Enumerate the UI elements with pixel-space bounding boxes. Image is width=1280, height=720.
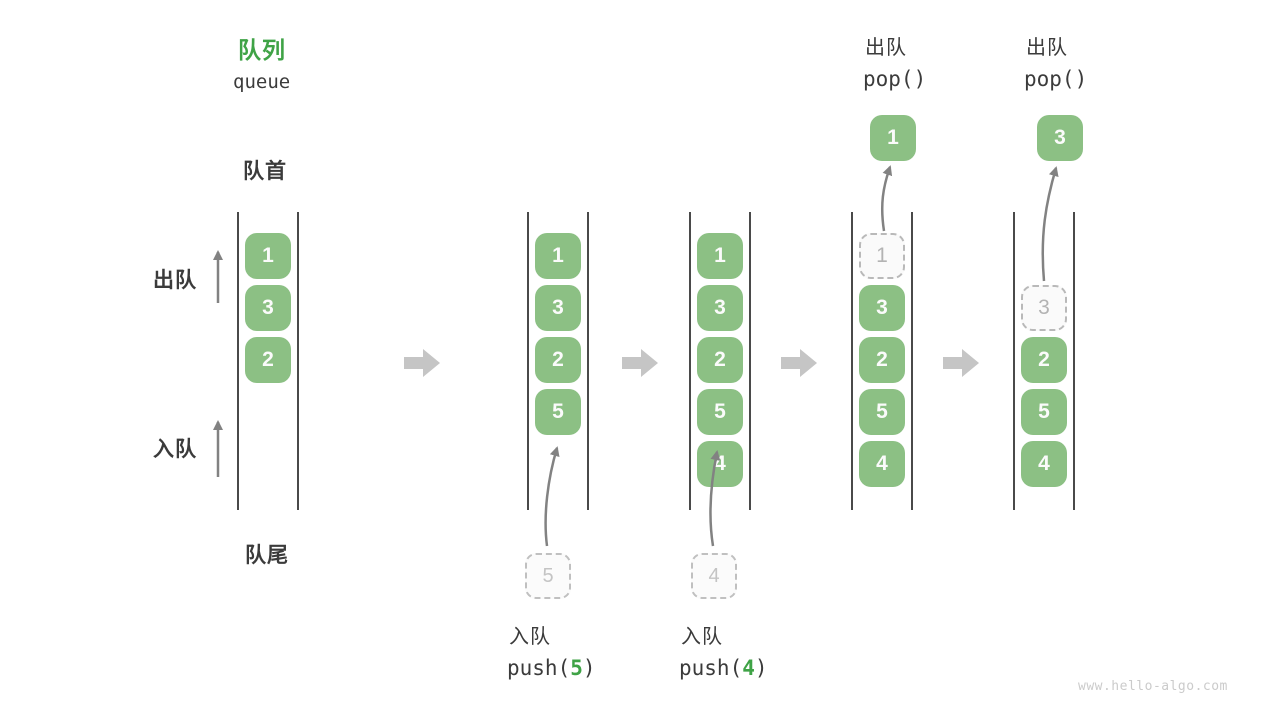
queue-element: 3 (697, 285, 743, 331)
queue-element: 1 (697, 233, 743, 279)
queue-element: 4 (859, 441, 905, 487)
removed-element-ghost: 3 (1021, 285, 1067, 331)
queue-element: 1 (535, 233, 581, 279)
queue-element: 2 (245, 337, 291, 383)
op-label-dequeue-1: 出队 (865, 37, 907, 59)
label-queue-rear: 队尾 (245, 544, 289, 567)
op-code-push4: push(4) (679, 656, 768, 680)
incoming-element-box: 4 (691, 553, 737, 599)
op-code-pop3: pop() (1024, 67, 1088, 91)
queue-element: 3 (245, 285, 291, 331)
diagram-title-zh: 队列 (238, 37, 286, 63)
op-code-fn: push( (679, 656, 743, 680)
queue-element: 3 (535, 285, 581, 331)
op-code-close: ) (754, 656, 768, 680)
op-label-dequeue-3: 出队 (1026, 37, 1068, 59)
step-transition-arrow-icon (622, 349, 658, 377)
queue-element: 2 (1021, 337, 1067, 383)
label-queue-front: 队首 (243, 160, 287, 183)
queue-column-pop3: 3 2 5 4 (1013, 212, 1075, 510)
incoming-element-box: 5 (525, 553, 571, 599)
step-transition-arrow-icon (943, 349, 979, 377)
op-label-enqueue-5: 入队 (509, 626, 551, 648)
queue-column-push5: 1 3 2 5 (527, 212, 589, 510)
op-code-pop1: pop() (863, 67, 927, 91)
op-code-push5: push(5) (507, 656, 596, 680)
queue-element: 5 (859, 389, 905, 435)
queue-element: 4 (697, 441, 743, 487)
queue-column-pop1: 1 3 2 5 4 (851, 212, 913, 510)
op-code-arg: 5 (570, 656, 583, 680)
popped-element-box: 3 (1037, 115, 1083, 161)
removed-element-ghost: 1 (859, 233, 905, 279)
queue-element: 4 (1021, 441, 1067, 487)
queue-column-initial: 1 3 2 (237, 212, 299, 510)
op-label-enqueue-4: 入队 (681, 626, 723, 648)
queue-element: 2 (535, 337, 581, 383)
watermark: www.hello-algo.com (1078, 679, 1228, 694)
queue-element: 2 (859, 337, 905, 383)
op-code-close: ) (582, 656, 596, 680)
label-enqueue-direction: 入队 (153, 438, 197, 461)
queue-element: 1 (245, 233, 291, 279)
diagram-title-en: queue (233, 71, 291, 93)
op-code-fn: push( (507, 656, 571, 680)
op-code-arg: 4 (742, 656, 755, 680)
step-transition-arrow-icon (781, 349, 817, 377)
step-transition-arrow-icon (404, 349, 440, 377)
queue-element: 2 (697, 337, 743, 383)
queue-element: 3 (859, 285, 905, 331)
popped-element-box: 1 (870, 115, 916, 161)
queue-element: 5 (535, 389, 581, 435)
queue-element: 5 (697, 389, 743, 435)
label-dequeue-direction: 出队 (153, 269, 197, 292)
queue-column-push4: 1 3 2 5 4 (689, 212, 751, 510)
queue-element: 5 (1021, 389, 1067, 435)
